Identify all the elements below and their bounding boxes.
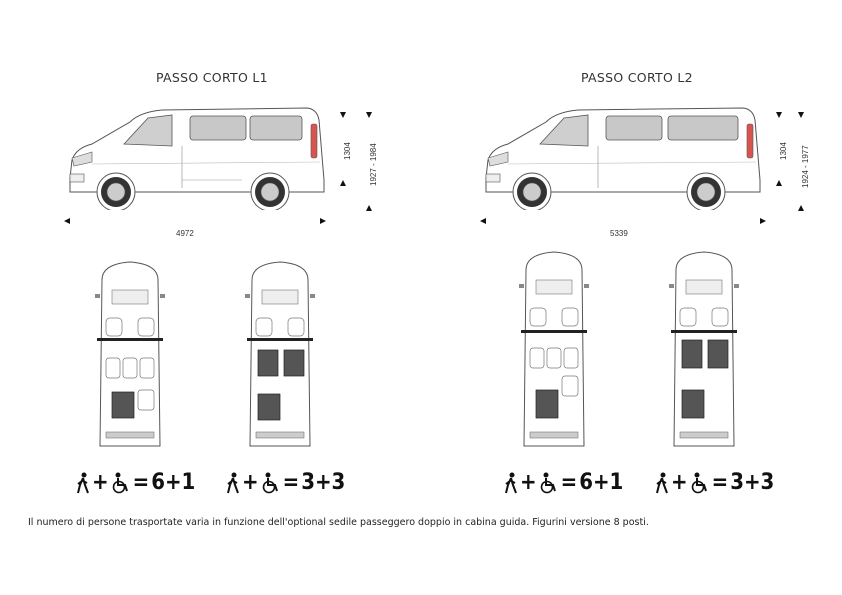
seat-count: 3+3 — [301, 470, 346, 495]
dim-arrow-left — [480, 218, 486, 224]
dim-arrow-bottom — [798, 205, 804, 211]
walking-person-icon — [505, 472, 517, 493]
seat-formula-l1-b: + = 3+3 — [226, 470, 345, 495]
length-dimension-l1: 4972 — [176, 229, 194, 238]
seat-formula-l2-b: + = 3+3 — [655, 470, 774, 495]
dim-arrow-top — [776, 112, 782, 118]
footnote: Il numero di persone trasportate varia i… — [28, 517, 649, 528]
dim-arrow-bottom — [366, 205, 372, 211]
dim-arrow-top — [340, 112, 346, 118]
floorplan-l2-6plus1 — [519, 251, 589, 447]
wheelchair-icon — [262, 472, 278, 493]
seat-count: 6+1 — [579, 470, 624, 495]
seat-formula-l2-a: + = 6+1 — [504, 470, 623, 495]
dim-arrow-top — [798, 112, 804, 118]
plus-sign: + — [671, 470, 688, 495]
wheelchair-icon — [112, 472, 128, 493]
van-side-view-l1 — [69, 107, 325, 210]
walking-person-icon — [227, 472, 239, 493]
roof-height-l1: 1304 — [343, 142, 352, 160]
roof-height-l2: 1304 — [779, 142, 788, 160]
equals-sign: = — [282, 470, 300, 495]
floorplan-l2-3plus3 — [669, 251, 739, 447]
dim-arrow-bottom — [340, 180, 346, 186]
wheelchair-icon — [691, 472, 707, 493]
total-height-l1: 1927 - 1984 — [369, 143, 378, 186]
plus-sign: + — [242, 470, 259, 495]
section-title-l2: PASSO CORTO L2 — [581, 70, 693, 85]
walking-person-icon — [77, 472, 89, 493]
dim-arrow-top — [366, 112, 372, 118]
floorplan-l1-3plus3 — [245, 261, 315, 447]
seat-formula-l1-a: + = 6+1 — [76, 470, 195, 495]
floorplan-l1-6plus1 — [95, 261, 165, 447]
equals-sign: = — [711, 470, 729, 495]
plus-sign: + — [92, 470, 109, 495]
equals-sign: = — [560, 470, 578, 495]
dim-arrow-left — [64, 218, 70, 224]
total-height-l2: 1924 - 1977 — [801, 145, 810, 188]
section-title-l1: PASSO CORTO L1 — [156, 70, 268, 85]
equals-sign: = — [132, 470, 150, 495]
walking-person-icon — [656, 472, 668, 493]
van-side-view-l2 — [485, 107, 761, 210]
wheelchair-icon — [540, 472, 556, 493]
plus-sign: + — [520, 470, 537, 495]
dim-arrow-right — [320, 218, 326, 224]
seat-count: 6+1 — [151, 470, 196, 495]
length-dimension-l2: 5339 — [610, 229, 628, 238]
dim-arrow-bottom — [776, 180, 782, 186]
seat-count: 3+3 — [730, 470, 775, 495]
dim-arrow-right — [760, 218, 766, 224]
